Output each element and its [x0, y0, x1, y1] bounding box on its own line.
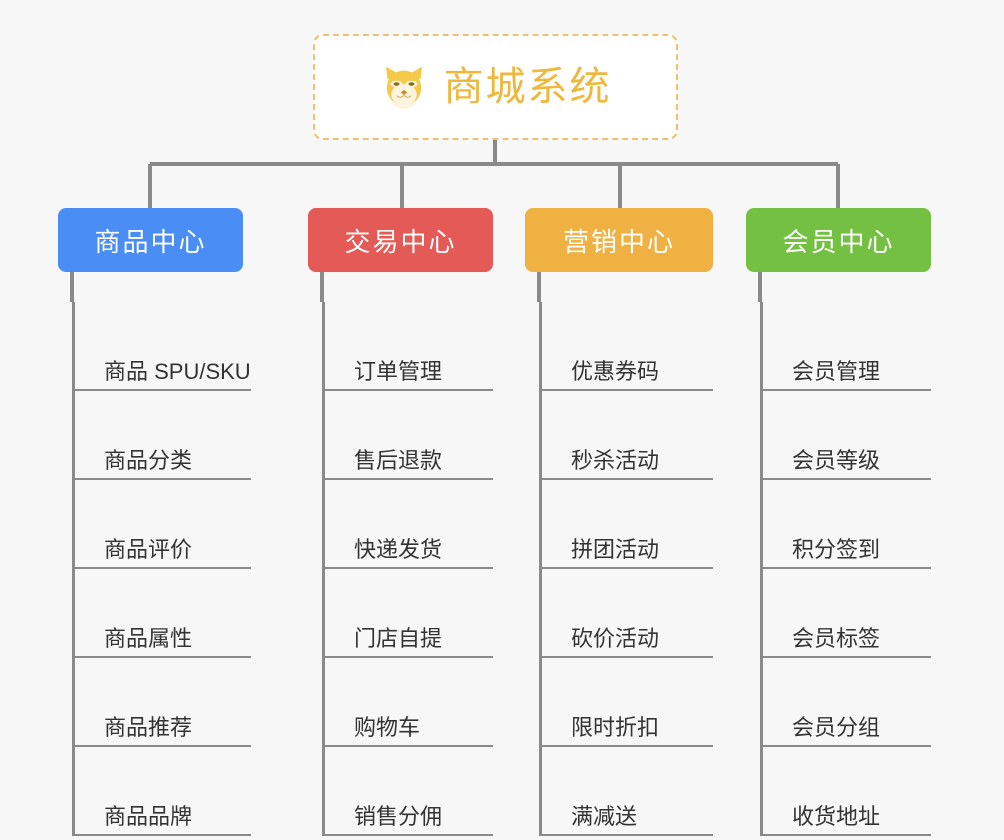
- leaf-label: 售后退款: [354, 447, 443, 473]
- leaf-item[interactable]: 商品品牌: [72, 747, 251, 836]
- leaf-item[interactable]: 会员管理: [760, 302, 931, 391]
- leaf-item[interactable]: 售后退款: [322, 391, 493, 480]
- leaf-label: 砍价活动: [571, 625, 660, 651]
- leaf-item[interactable]: 拼团活动: [539, 480, 713, 569]
- leaf-label: 商品属性: [104, 625, 193, 651]
- leaf-label: 会员标签: [792, 625, 881, 651]
- branch-header-4[interactable]: 会员中心: [746, 208, 931, 272]
- branch-header-1[interactable]: 商品中心: [58, 208, 243, 272]
- leaf-item[interactable]: 商品评价: [72, 480, 251, 569]
- branch-3: 营销中心 优惠券码 秒杀活动 拼团活动 砍价活动 限时折扣 满减送: [525, 208, 713, 836]
- leaf-label: 秒杀活动: [571, 447, 660, 473]
- leaf-item[interactable]: 商品属性: [72, 569, 251, 658]
- leaf-label: 拼团活动: [571, 536, 660, 562]
- leaf-list-4: 会员管理 会员等级 积分签到 会员标签 会员分组 收货地址: [746, 302, 931, 836]
- leaf-label: 商品 SPU/SKU: [104, 358, 251, 384]
- leaf-item[interactable]: 砍价活动: [539, 569, 713, 658]
- leaf-item[interactable]: 秒杀活动: [539, 391, 713, 480]
- leaf-label: 积分签到: [792, 536, 881, 562]
- branch-4: 会员中心 会员管理 会员等级 积分签到 会员标签 会员分组 收货地址: [746, 208, 931, 836]
- leaf-label: 商品评价: [104, 536, 193, 562]
- leaf-item[interactable]: 商品 SPU/SKU: [72, 302, 251, 391]
- leaf-label: 订单管理: [354, 358, 443, 384]
- leaf-label: 商品品牌: [104, 803, 193, 829]
- leaf-item[interactable]: 积分签到: [760, 480, 931, 569]
- leaf-label: 收货地址: [792, 803, 881, 829]
- branch-header-3[interactable]: 营销中心: [525, 208, 713, 272]
- leaf-label: 快递发货: [354, 536, 443, 562]
- branch-header-label-3: 营销中心: [562, 226, 675, 257]
- branch-2: 交易中心 订单管理 售后退款 快递发货 门店自提 购物车 销售分佣: [308, 208, 493, 836]
- leaf-label: 购物车: [354, 714, 421, 740]
- leaf-item[interactable]: 商品推荐: [72, 658, 251, 747]
- leaf-item[interactable]: 商品分类: [72, 391, 251, 480]
- branch-header-label-2: 交易中心: [344, 226, 457, 257]
- leaf-label: 门店自提: [354, 625, 443, 651]
- branch-header-label-1: 商品中心: [94, 226, 207, 257]
- leaf-list-1: 商品 SPU/SKU 商品分类 商品评价 商品属性 商品推荐 商品品牌: [58, 302, 251, 836]
- leaf-item[interactable]: 会员分组: [760, 658, 931, 747]
- leaf-label: 销售分佣: [354, 803, 443, 829]
- branch-1: 商品中心 商品 SPU/SKU 商品分类 商品评价 商品属性 商品推荐 商品品牌: [58, 208, 251, 836]
- root-title: 商城系统: [443, 65, 612, 109]
- leaf-label: 限时折扣: [571, 714, 660, 740]
- shiba-dog-icon: [385, 66, 422, 109]
- branch-header-2[interactable]: 交易中心: [308, 208, 493, 272]
- leaf-label: 会员等级: [792, 447, 881, 473]
- root-node[interactable]: 商城系统: [313, 34, 678, 140]
- branch-header-label-4: 会员中心: [782, 226, 895, 257]
- leaf-item[interactable]: 限时折扣: [539, 658, 713, 747]
- leaf-list-3: 优惠券码 秒杀活动 拼团活动 砍价活动 限时折扣 满减送: [525, 302, 713, 836]
- leaf-item[interactable]: 收货地址: [760, 747, 931, 836]
- leaf-item[interactable]: 门店自提: [322, 569, 493, 658]
- leaf-item[interactable]: 会员标签: [760, 569, 931, 658]
- leaf-item[interactable]: 优惠券码: [539, 302, 713, 391]
- leaf-item[interactable]: 快递发货: [322, 480, 493, 569]
- leaf-label: 会员分组: [792, 714, 881, 740]
- leaf-label: 优惠券码: [571, 358, 660, 384]
- leaf-item[interactable]: 会员等级: [760, 391, 931, 480]
- leaf-label: 满减送: [571, 803, 638, 829]
- leaf-label: 商品分类: [104, 447, 193, 473]
- leaf-label: 商品推荐: [104, 714, 193, 740]
- leaf-item[interactable]: 满减送: [539, 747, 713, 836]
- leaf-item[interactable]: 销售分佣: [322, 747, 493, 836]
- leaf-item[interactable]: 订单管理: [322, 302, 493, 391]
- leaf-list-2: 订单管理 售后退款 快递发货 门店自提 购物车 销售分佣: [308, 302, 493, 836]
- leaf-item[interactable]: 购物车: [322, 658, 493, 747]
- leaf-label: 会员管理: [792, 358, 881, 384]
